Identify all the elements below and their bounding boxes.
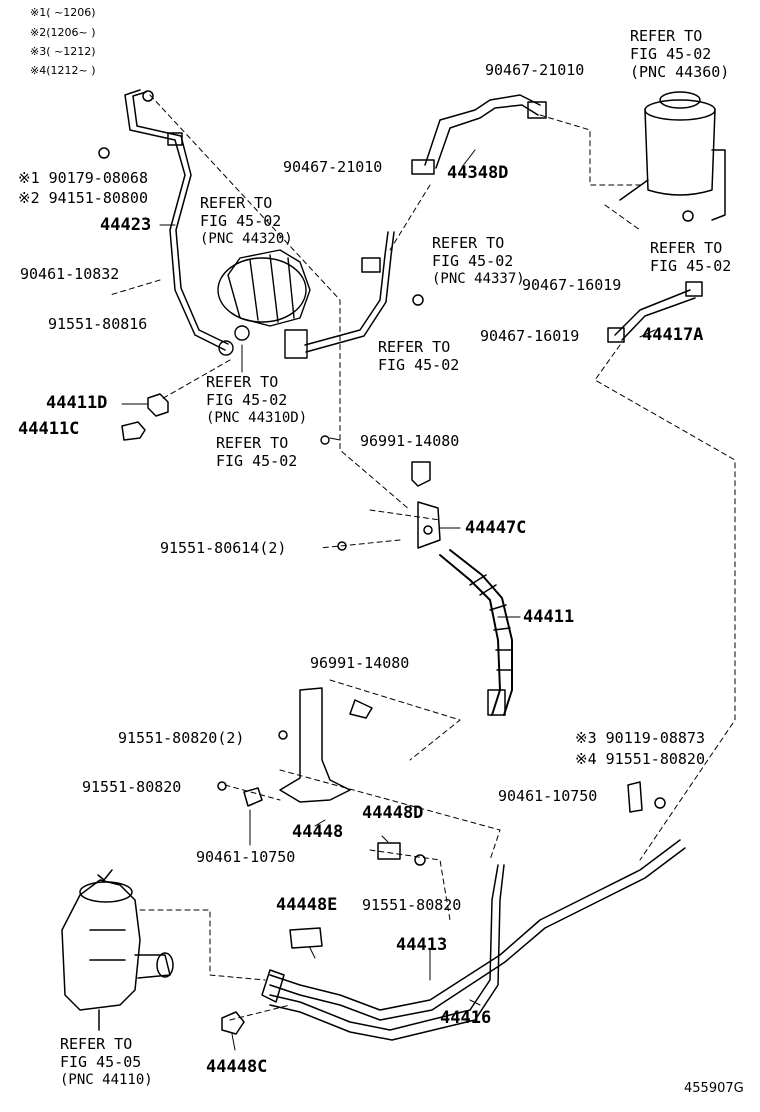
label-90461-10750-a: 90461-10750 — [196, 848, 296, 866]
pipe-44423 — [98, 89, 229, 351]
label-44448C: 44448C — [206, 1057, 268, 1077]
label-44411D: 44411D — [46, 393, 108, 413]
diagram-code: 455907G — [684, 1081, 744, 1096]
label-90461-10832: 90461-10832 — [20, 265, 120, 283]
hose-44411 — [439, 549, 513, 716]
label-91551-80820-b: ※4 91551-80820 — [575, 750, 705, 768]
leader-lines — [109, 94, 736, 1021]
label-44411: 44411 — [523, 607, 575, 627]
label-91551-80820-c: 91551-80820 — [362, 896, 462, 914]
hose-44417A — [607, 281, 703, 343]
label-91551-80614: 91551-80614(2) — [160, 539, 287, 557]
bracket-44448 — [217, 687, 373, 807]
clamp-44448E — [289, 927, 323, 949]
label-44423: 44423 — [100, 215, 152, 235]
fitting-44411C — [121, 421, 146, 441]
label-44411C: 44411C — [18, 419, 80, 439]
label-90467-16019-a: 90467-16019 — [522, 276, 622, 294]
label-96991-14080-a: 96991-14080 — [360, 432, 460, 450]
label-44348D: 44348D — [447, 163, 509, 183]
gear-box — [61, 869, 174, 1031]
label-90461-10750-b: 90461-10750 — [498, 787, 598, 805]
label-90467-21010-mid: 90467-21010 — [283, 158, 383, 176]
label-91551-80820-a: 91551-80820 — [82, 778, 182, 796]
label-leaders — [121, 149, 656, 1051]
hose-44348D — [411, 94, 547, 175]
label-44413: 44413 — [396, 935, 448, 955]
bracket-90461-10750 — [627, 781, 666, 813]
label-44447C: 44447C — [465, 518, 527, 538]
label-44448: 44448 — [292, 822, 344, 842]
label-96991-14080-b: 96991-14080 — [310, 654, 410, 672]
label-94151-80800: ※2 94151-80800 — [18, 189, 148, 207]
clip-44448C — [221, 1011, 245, 1035]
label-91551-80820-2: 91551-80820(2) — [118, 729, 245, 747]
clamp-44448D — [377, 842, 426, 866]
pipes-44413-44416 — [261, 839, 686, 1041]
label-44417A: 44417A — [642, 325, 704, 345]
label-44416: 44416 — [440, 1008, 492, 1028]
pipe-44337 — [304, 231, 424, 353]
label-44448E: 44448E — [276, 895, 338, 915]
label-91551-80816: 91551-80816 — [48, 315, 148, 333]
label-90467-16019-b: 90467-16019 — [480, 327, 580, 345]
bracket-44447C — [337, 461, 441, 551]
legend-3: ※3( ~1212) — [30, 45, 96, 58]
label-44448D: 44448D — [362, 803, 424, 823]
pump — [217, 249, 330, 445]
legend-1: ※1( ~1206) — [30, 6, 96, 19]
label-90119-08873: ※3 90119-08873 — [575, 729, 705, 747]
label-90179-08068: ※1 90179-08068 — [18, 169, 148, 187]
legend-2: ※2(1206~ ) — [30, 26, 96, 39]
reservoir — [619, 91, 726, 222]
label-90467-21010-top: 90467-21010 — [485, 61, 585, 79]
legend-4: ※4(1212~ ) — [30, 64, 96, 77]
fitting-44411D — [147, 393, 169, 417]
